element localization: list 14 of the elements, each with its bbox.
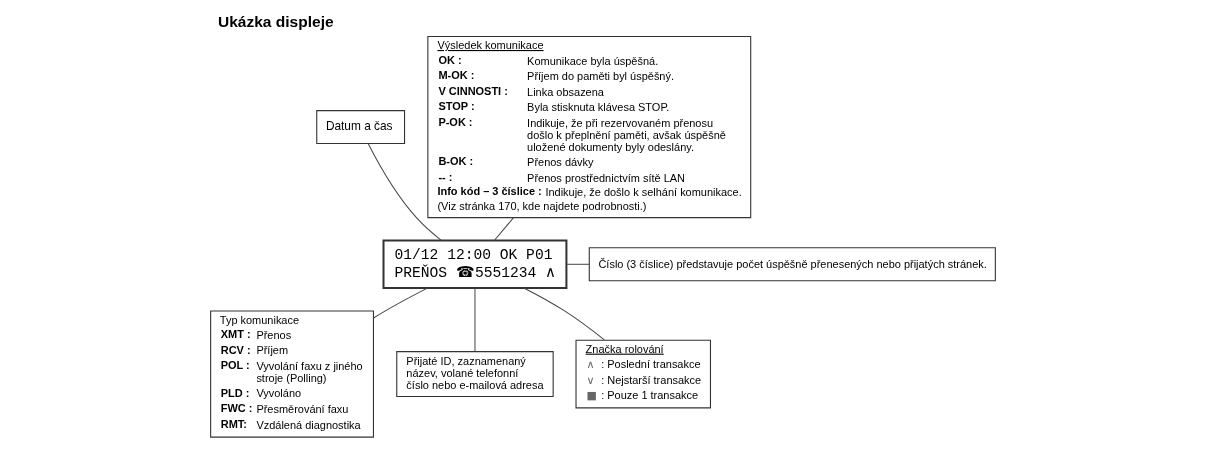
node-box: Přijaté ID, zaznamenaný název, volané telefonní číslo nebo e-mailová adresa <box>396 351 554 397</box>
node-box: 01/12 12:00 OK P01 PREŇOS ☎5551234 ∧ <box>382 239 568 290</box>
connector <box>566 263 590 265</box>
connector <box>493 217 514 241</box>
connector <box>373 287 428 319</box>
connector <box>523 287 605 341</box>
node-box: Datum a čas <box>316 110 406 145</box>
connector <box>367 143 442 241</box>
node-box: Typ komunikace XMT : Přenos RCV : Příjem POL : Vyvolání faxu z jiného stroje (Polling) PLD : Vyvoláno FWC : Přesměrování faxu RMT: Vzdálená diagnostika <box>210 310 374 438</box>
node-box: Výsledek komunikace OK : Komunikace byla úspěšná. M-OK : Příjem do paměti byl úspěšný. V CINNOSTI : Linka obsazena STOP : Byla stisknuta klávesa STOP. P-OK : Indikuje, že při rezervovaném přenosu došlo k přeplnění paměti, avšak úspěšně uložené dokumenty byly odeslány. B-OK : Přenos dávky -- : Přenos prostřednictvím sítě LAN Info kód – 3 číslice : Indikuje, že došlo k selhání komunikace. (Viz stránka 170, kde najdete podrobnosti.) <box>427 36 752 219</box>
diagram-title: Ukázka displeje <box>217 13 334 31</box>
node-box: Číslo (3 číslice) představuje počet úspěšně přenesených nebo přijatých stránek. <box>588 247 996 282</box>
connector <box>474 287 476 352</box>
node-box: Značka rolování ∧ : Poslední transakce ∨ : Nejstarší transakce ■ : Pouze 1 transakce <box>575 339 711 409</box>
